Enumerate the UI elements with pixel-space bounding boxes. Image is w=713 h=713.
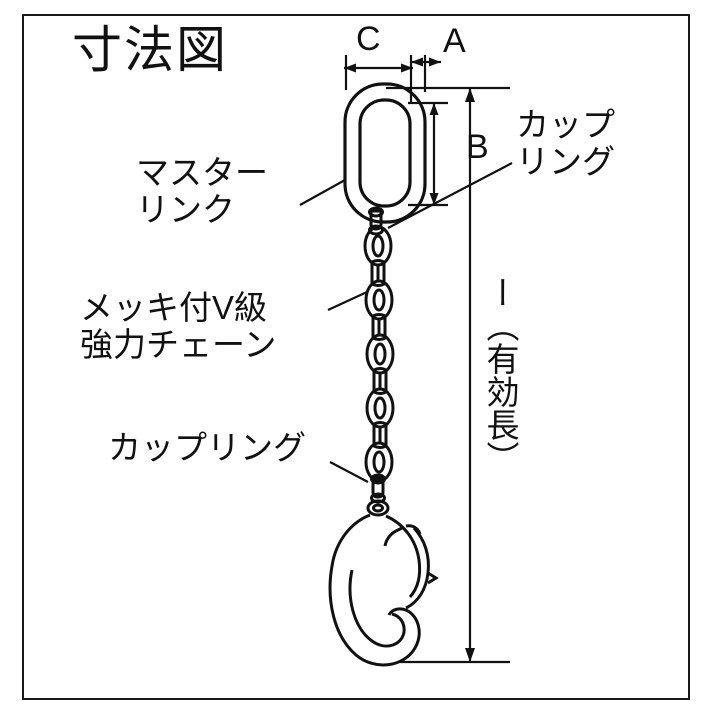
dimension-b-label: B	[466, 128, 489, 166]
dimension-effective-length-label: ー（有効長）	[482, 276, 519, 474]
chain	[363, 225, 395, 483]
callout-leaders	[299, 162, 513, 483]
dimension-effective-length-line	[386, 86, 510, 664]
dimension-a-label: A	[443, 22, 466, 60]
dimension-c-line	[344, 55, 413, 104]
dimension-b-line	[408, 101, 448, 207]
callout-master-link: マスター リンク	[136, 154, 268, 228]
hook	[328, 499, 439, 667]
dimension-a-line	[411, 55, 441, 92]
master-link	[343, 82, 427, 224]
figure-title: 寸法図	[72, 22, 228, 78]
callout-cup-ring-lower: カップリング	[108, 429, 306, 466]
callout-cup-ring-upper: カップ リング	[516, 106, 615, 180]
dimension-c-label: C	[356, 20, 381, 58]
figure-border	[22, 14, 690, 700]
callout-chain: メッキ付V級 強力チェーン	[80, 289, 277, 363]
cup-ring-lower	[370, 473, 386, 504]
